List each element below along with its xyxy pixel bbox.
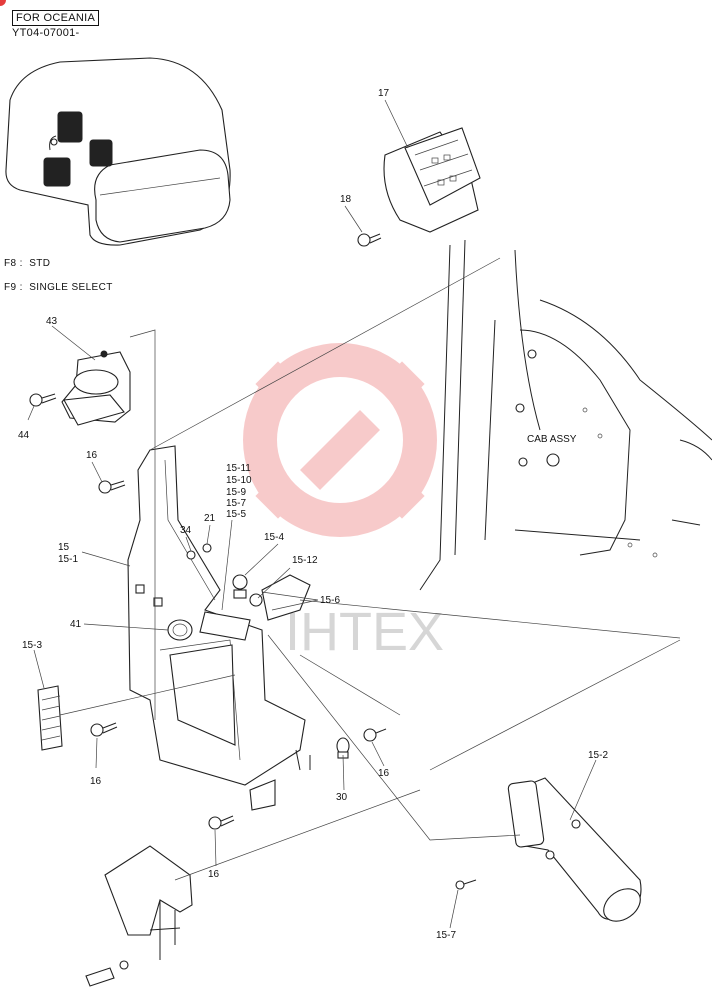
callout-18: 18 [340,194,352,205]
screw-16 [363,728,387,742]
callout-17: 17 [378,88,390,99]
bottom-bracket [85,845,193,987]
callout-34: 34 [180,525,192,536]
callout-leaders [27,99,597,929]
legend-code: F9 [4,282,17,293]
callout-15-3: 15-3 [22,640,42,651]
callout-15-2: 15-2 [588,750,608,761]
legend-code: F8 [4,258,17,269]
watermark-text: IHTEX [285,602,444,662]
cup-holder [61,350,131,426]
screw-16 [208,815,235,830]
callout-21: 21 [204,513,216,524]
cab-assy-label: CAB ASSY [527,434,577,445]
region-label: FOR OCEANIA [12,10,100,26]
callout-15-9: 15-9 [226,487,246,498]
monitor-display [383,127,481,233]
callout-30: 30 [336,792,348,803]
callout-16: 16 [208,869,220,880]
air-duct [507,777,642,922]
callout-16: 16 [90,776,102,787]
callout-15-5: 15-5 [226,509,246,520]
callout-44: 44 [18,430,30,441]
legend-text: SINGLE SELECT [29,282,113,293]
corner-mark [0,0,6,6]
screw-16 [90,722,118,737]
callout-15-6: 15-6 [320,595,340,606]
callout-15-7: 15-7 [226,498,246,509]
washer-21 [202,543,212,553]
reference-lines [59,257,681,881]
callout-15-1: 15-1 [58,554,78,565]
legend-f8: F8 : STD [4,258,51,269]
callout-15-12: 15-12 [292,555,318,566]
callout-41: 41 [70,619,82,630]
legend-f9: F9 : SINGLE SELECT [4,282,113,293]
washer-34 [186,550,196,560]
callout-15-7: 15-7 [436,930,456,941]
callout-15-10: 15-10 [226,475,252,486]
console-panel [127,445,311,811]
callout-15: 15 [58,542,70,553]
screw-18 [357,233,382,247]
callout-43: 43 [46,316,58,327]
legend-text: STD [29,258,51,269]
cab-assembly-outline [419,239,712,591]
watermark-gear-logo [243,343,437,537]
seat-console-thumbnail [5,57,231,246]
callout-16: 16 [86,450,98,461]
screw-16 [98,480,126,494]
screw-44 [29,393,57,407]
clip-15-7 [455,879,477,890]
callout-15-11: 15-11 [226,463,251,474]
callout-16: 16 [378,768,390,779]
callout-15-4: 15-4 [264,532,284,543]
serial-range: YT04-07001- [12,27,80,39]
vent-grille [37,685,63,751]
